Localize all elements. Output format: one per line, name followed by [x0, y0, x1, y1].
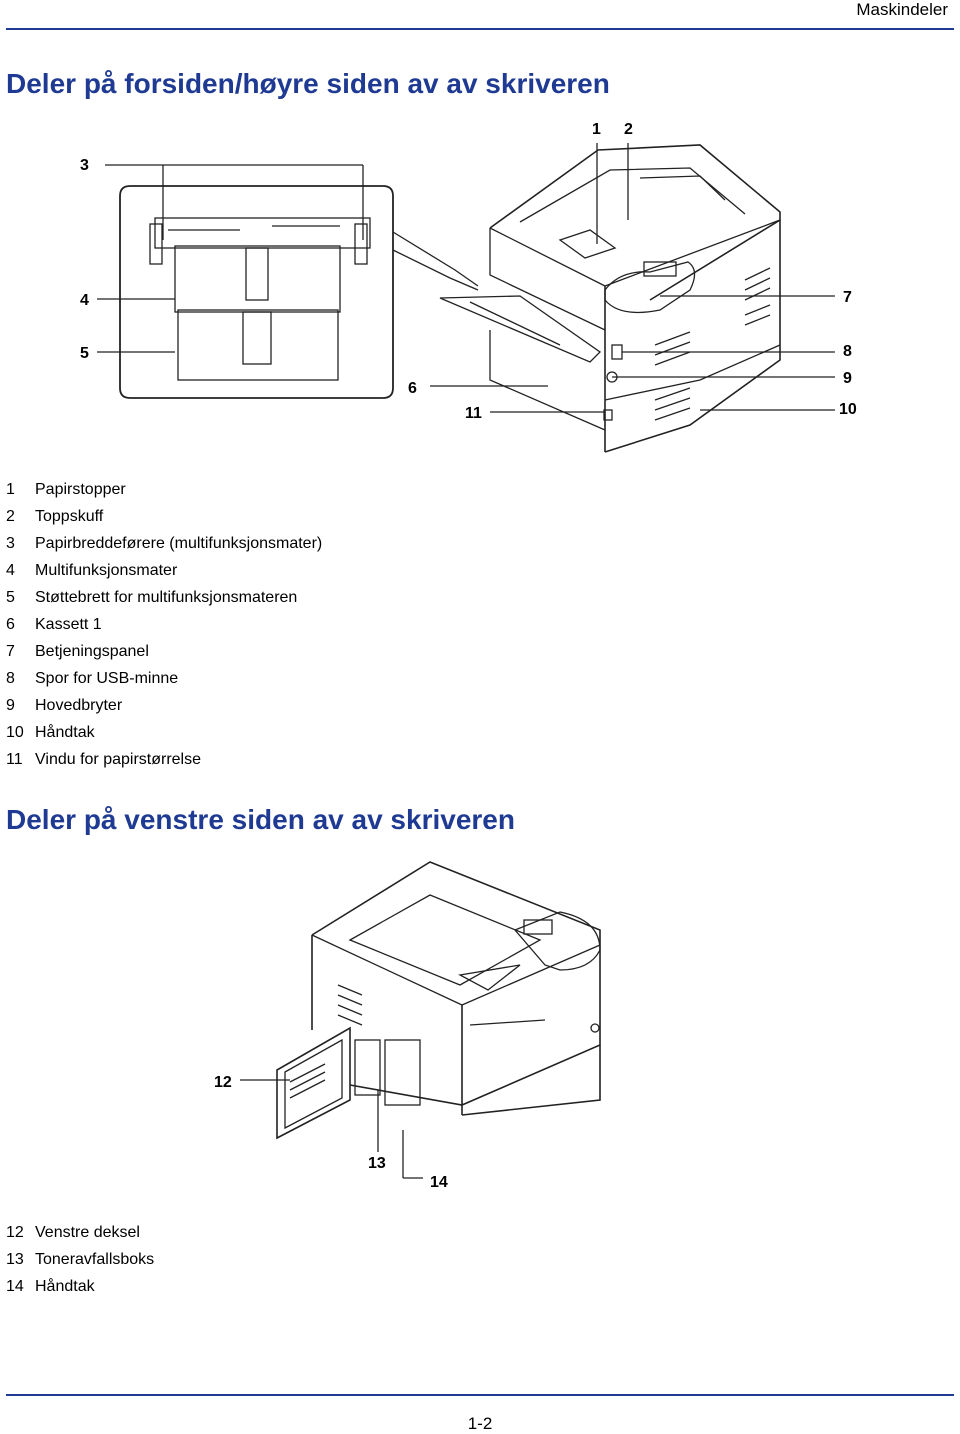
printer-left-illustration: 12 13 14 [214, 861, 601, 1191]
printer-front-right-illustration: 1 2 3 4 5 6 7 8 9 10 11 [80, 121, 857, 453]
legend-item: 9 Hovedbryter [6, 695, 322, 722]
legend-label: Multifunksjonsmater [35, 562, 178, 579]
legend-number: 6 [6, 616, 15, 633]
legend-item: 1 Papirstopper [6, 479, 322, 506]
callout-7: 7 [843, 289, 852, 306]
legend-item: 11 Vindu for papirstørrelse [6, 749, 322, 776]
callout-10: 10 [839, 401, 857, 418]
callout-1: 1 [592, 121, 601, 138]
legend-label: Håndtak [35, 724, 95, 741]
legend-number: 10 [6, 724, 24, 741]
legend-item: 13 Toneravfallsboks [6, 1249, 154, 1276]
legend-label: Venstre deksel [35, 1224, 140, 1241]
legend-number: 3 [6, 535, 15, 552]
legend-number: 1 [6, 481, 15, 498]
legend-item: 8 Spor for USB-minne [6, 668, 322, 695]
legend-number: 11 [6, 751, 23, 768]
callout-13: 13 [368, 1155, 386, 1172]
legend-number: 7 [6, 643, 15, 660]
legend-label: Kassett 1 [35, 616, 102, 633]
legend-number: 5 [6, 589, 15, 606]
legend-number: 4 [6, 562, 15, 579]
legend-item: 4 Multifunksjonsmater [6, 560, 322, 587]
legend-number: 13 [6, 1251, 24, 1268]
callout-14: 14 [430, 1174, 448, 1191]
legend-label: Betjeningspanel [35, 643, 149, 660]
callout-8: 8 [843, 343, 852, 360]
legend-left: 12 Venstre deksel 13 Toneravfallsboks 14 Hånd… [6, 1222, 154, 1303]
legend-number: 14 [6, 1278, 24, 1295]
callout-3: 3 [80, 157, 89, 174]
legend-label: Toppskuff [35, 508, 104, 525]
callout-11: 11 [465, 405, 482, 422]
legend-item: 2 Toppskuff [6, 506, 322, 533]
legend-label: Papirstopper [35, 481, 126, 498]
legend-label: Toneravfallsboks [35, 1251, 155, 1268]
section-title-left: Deler på venstre siden av av skriveren [6, 804, 515, 835]
legend-label: Hovedbryter [35, 697, 123, 714]
callout-9: 9 [843, 370, 852, 387]
legend-number: 12 [6, 1224, 24, 1241]
legend-number: 9 [6, 697, 15, 714]
header-rule [6, 28, 954, 30]
callout-5: 5 [80, 345, 89, 362]
legend-item: 10 Håndtak [6, 722, 322, 749]
legend-item: 3 Papirbreddeførere (multifunksjonsmater) [6, 533, 322, 560]
legend-number: 8 [6, 670, 15, 687]
legend-label: Spor for USB-minne [35, 670, 179, 687]
legend-front-right: 1 Papirstopper 2 Toppskuff 3 Papirbreddefører… [6, 479, 322, 776]
footer-rule [6, 1394, 954, 1396]
section-title-front-right: Deler på forsiden/høyre siden av av skri… [6, 68, 610, 99]
callout-4: 4 [80, 292, 89, 309]
legend-item: 6 Kassett 1 [6, 614, 322, 641]
legend-item: 14 Håndtak [6, 1276, 154, 1303]
legend-number: 2 [6, 508, 15, 525]
callout-2: 2 [624, 121, 633, 138]
legend-label: Håndtak [35, 1278, 95, 1295]
callout-12: 12 [214, 1074, 232, 1091]
page-number: 1-2 [467, 1414, 493, 1433]
callout-6: 6 [408, 380, 417, 397]
legend-item: 7 Betjeningspanel [6, 641, 322, 668]
legend-label: Støttebrett for multifunksjonsmateren [35, 589, 298, 606]
legend-label: Papirbreddeførere (multifunksjonsmater) [35, 535, 323, 552]
running-header: Maskindeler [856, 0, 948, 19]
legend-label: Vindu for papirstørrelse [35, 751, 201, 768]
legend-item: 12 Venstre deksel [6, 1222, 154, 1249]
legend-item: 5 Støttebrett for multifunksjonsmateren [6, 587, 322, 614]
